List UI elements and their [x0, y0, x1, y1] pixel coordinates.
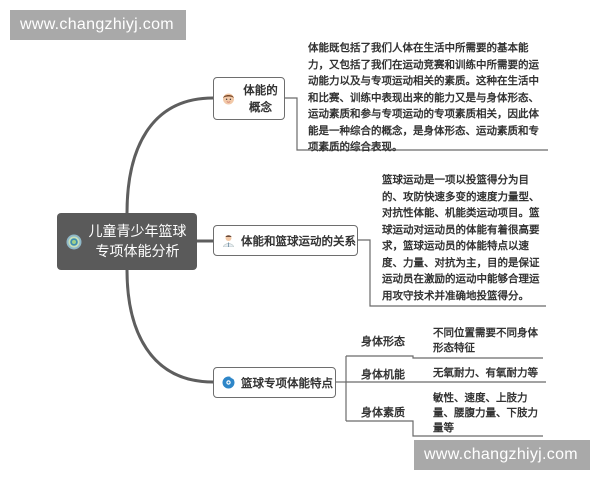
- branch-concept-label: 体能的 概念: [243, 82, 278, 114]
- connector-child-3: [346, 420, 543, 437]
- watermark-bottom: www.changzhiyj.com: [414, 440, 590, 470]
- disc-icon: [222, 376, 235, 389]
- connector-root-to-concept: [125, 96, 214, 214]
- leaf-body-quality-detail: 敏性、速度、上肢力量、腰腹力量、下肢力量等: [433, 392, 538, 434]
- connector-concept-note: [285, 97, 548, 151]
- leaf-body-function-detail: 无氧耐力、有氧耐力等: [433, 367, 538, 379]
- subtopic-body-quality[interactable]: 身体素质: [361, 406, 405, 419]
- branch-relation-label: 体能和篮球运动的关系: [241, 233, 356, 248]
- subtopic-body-function[interactable]: 身体机能: [361, 368, 405, 381]
- relation-note: 篮球运动是一项以投篮得分为目的、攻防快速多变的速度力量型、对抗性体能、机能类运动…: [382, 174, 540, 302]
- boy-face-icon: [223, 93, 234, 105]
- root-node[interactable]: 儿童青少年篮球 专项体能分析: [57, 213, 197, 270]
- branch-concept[interactable]: 体能的 概念: [213, 77, 285, 120]
- concept-note: 体能既包括了我们人体在生活中所需要的基本能力，又包括了我们在运动竞赛和训练中所需…: [308, 42, 539, 153]
- branch-relation[interactable]: 体能和篮球运动的关系: [213, 225, 358, 256]
- target-icon: [66, 234, 82, 249]
- watermark-top: www.changzhiyj.com: [10, 10, 186, 40]
- root-title: 儿童青少年篮球 专项体能分析: [88, 223, 187, 260]
- subtopic-body-shape[interactable]: 身体形态: [361, 335, 405, 348]
- branch-features[interactable]: 篮球专项体能特点: [213, 367, 336, 398]
- connector-child-1: [346, 355, 543, 359]
- doctor-icon: [223, 235, 234, 247]
- connector-root-to-features: [125, 269, 214, 384]
- branch-features-label: 篮球专项体能特点: [241, 375, 333, 390]
- connector-relation-note: [358, 239, 546, 307]
- leaf-body-shape-detail: 不同位置需要不同身体形态特征: [433, 327, 538, 354]
